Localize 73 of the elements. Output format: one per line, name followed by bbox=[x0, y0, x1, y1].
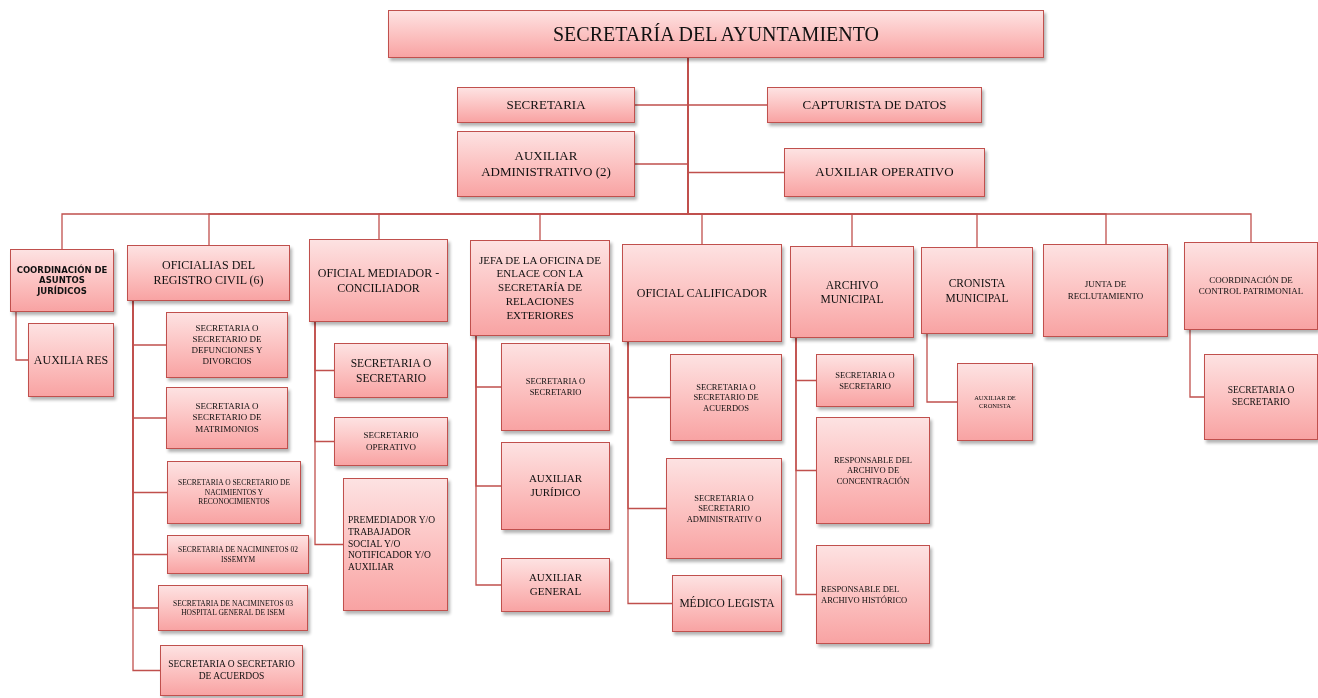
position-title: SECRETARIA O SECRETARIO bbox=[834, 369, 896, 392]
org-box bbox=[457, 87, 635, 123]
position-title: SECRETARIA O SECRETARIO bbox=[524, 376, 587, 398]
position-title: JUNTA DE RECLUTAMIENTO bbox=[1066, 279, 1145, 302]
org-box bbox=[921, 247, 1033, 334]
position-title: ARCHIVO MUNICIPAL bbox=[819, 277, 885, 307]
org-box bbox=[501, 343, 610, 431]
position-title: PREMEDIADOR Y/O TRABAJADOR SOCIAL Y/O NOTIFICADOR Y/O AUXILIAR bbox=[348, 514, 436, 575]
org-box bbox=[167, 461, 301, 524]
org-box bbox=[10, 249, 114, 312]
position-title: CRONISTA MUNICIPAL bbox=[944, 276, 1010, 305]
org-box bbox=[158, 585, 308, 631]
org-box bbox=[166, 312, 288, 378]
position-title: SECRETARIA O SECRETARIO ADMINISTRATIV O bbox=[685, 492, 763, 525]
org-box bbox=[790, 246, 914, 338]
position-title: SECRETARIA bbox=[505, 96, 587, 114]
position-title: RESPONSABLE DEL ARCHIVO DE CONCENTRACIÓN bbox=[832, 454, 914, 487]
position-title: OFICIAL CALIFICADOR bbox=[635, 285, 769, 301]
connector-line bbox=[314, 321, 344, 546]
position-title: SECRETARIA O SECRETARIO bbox=[349, 356, 433, 385]
org-box bbox=[1184, 242, 1318, 330]
org-box bbox=[160, 645, 303, 696]
connector-line bbox=[926, 333, 958, 403]
position-title: JEFA DE LA OFICINA DE ENLACE CON LA SECRETARÍA DE RELACIONES EXTERIORES bbox=[478, 253, 602, 323]
position-title: SECRETARIA O SECRETARIO DE MATRIMONIOS bbox=[191, 401, 263, 435]
org-box bbox=[666, 458, 782, 559]
position-title: SECRETARIA O SECRETARIO bbox=[1226, 385, 1296, 409]
connector-line bbox=[15, 311, 29, 361]
position-title: AUXILIA RES bbox=[33, 352, 109, 368]
org-box bbox=[343, 478, 448, 611]
org-box bbox=[784, 148, 985, 197]
position-title: SECRETARIA O SECRETARIO DE DEFUNCIONES Y DIVORCIOS bbox=[190, 322, 264, 368]
position-title: AUXILIAR ADMINISTRATIVO (2) bbox=[480, 147, 612, 181]
position-title: MÉDICO LEGISTA bbox=[678, 596, 776, 611]
position-title: SECRETARIA O SECRETARIO DE ACUERDOS bbox=[692, 381, 760, 414]
position-title: OFICIAL MEDIADOR - CONCILIADOR bbox=[316, 265, 441, 296]
org-box bbox=[1043, 244, 1168, 337]
position-title: RESPONSABLE DEL ARCHIVO HISTÓRICO bbox=[821, 583, 909, 606]
position-title: SECRETARIO OPERATIVO bbox=[362, 430, 420, 453]
position-title: SECRETARÍA DEL AYUNTAMIENTO bbox=[551, 21, 881, 47]
org-box bbox=[470, 240, 610, 336]
position-title: SECRETARIA O SECRETARIO DE ACUERDOS bbox=[167, 658, 296, 683]
connector-line bbox=[475, 335, 502, 586]
org-box bbox=[309, 239, 448, 322]
position-title: AUXILIAR OPERATIVO bbox=[814, 164, 955, 181]
org-box bbox=[28, 323, 114, 397]
org-box bbox=[672, 575, 782, 632]
org-box bbox=[816, 417, 930, 524]
org-box bbox=[816, 545, 930, 644]
position-title: OFICIALIAS DEL REGISTRO CIVIL (6) bbox=[152, 258, 265, 288]
position-title: AUXILIAR JURÍDICO bbox=[527, 472, 584, 500]
org-box bbox=[166, 387, 288, 449]
org-box bbox=[957, 363, 1033, 441]
connector-line bbox=[1189, 329, 1205, 398]
position-title: CAPTURISTA DE DATOS bbox=[801, 96, 948, 114]
position-title: AUXILIAR GENERAL bbox=[527, 571, 584, 599]
org-box bbox=[816, 354, 914, 407]
org-box bbox=[767, 87, 982, 123]
connector-line bbox=[795, 337, 817, 596]
org-box bbox=[388, 10, 1044, 58]
org-box bbox=[457, 131, 635, 197]
connector-line bbox=[627, 341, 673, 605]
org-box bbox=[127, 245, 290, 301]
org-box bbox=[670, 354, 782, 441]
org-box bbox=[1204, 354, 1318, 440]
position-title: COORDINACIÓN DE CONTROL PATRIMONIAL bbox=[1197, 274, 1305, 298]
org-box bbox=[622, 244, 782, 342]
org-box bbox=[501, 558, 610, 612]
org-box bbox=[501, 442, 610, 530]
position-title: COORDINACIÓN DE ASUNTOS JURÍDICOS bbox=[15, 264, 109, 297]
org-box bbox=[334, 417, 448, 466]
org-box bbox=[334, 343, 448, 398]
org-box bbox=[167, 535, 309, 574]
